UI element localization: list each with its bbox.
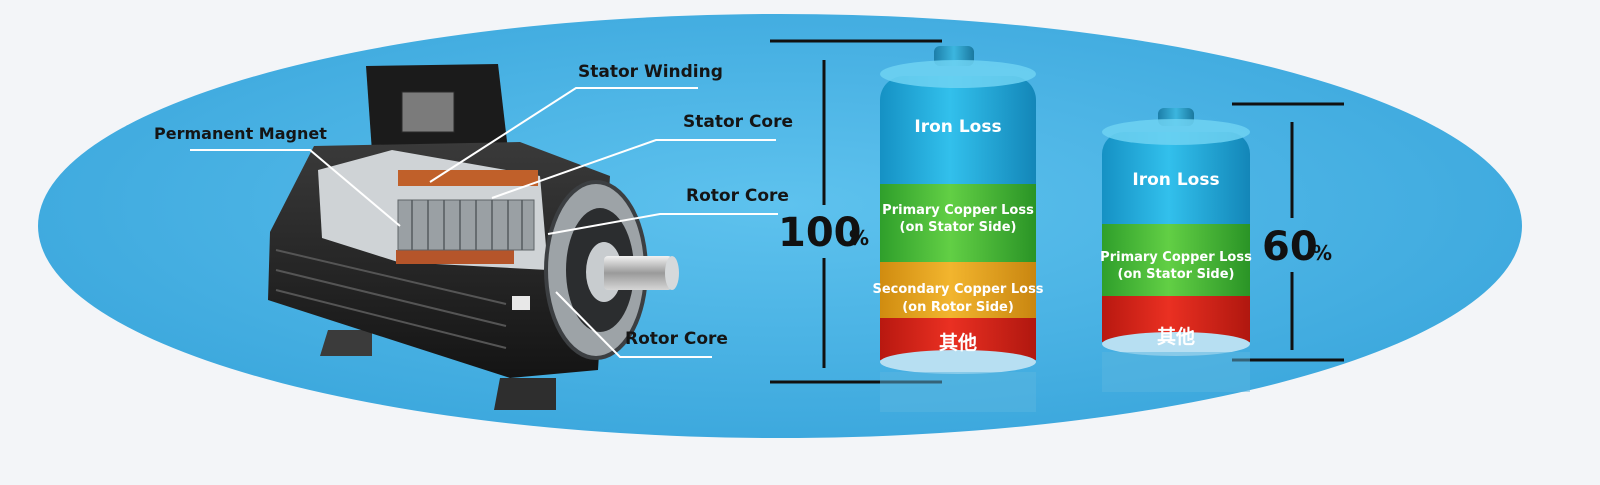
callout-line-stator-core — [491, 139, 776, 199]
percent-value-reduced: 60 — [1262, 224, 1318, 270]
battery-reduced: 60 % Iron Loss Primary Copper Loss (on S… — [1100, 102, 1344, 392]
segment-primary-copper-full — [880, 180, 1036, 262]
text-other-full: 其他 — [939, 331, 977, 354]
text-primary-line2-reduced: (on Stator Side) — [1118, 267, 1235, 282]
battery-full: 100 % Iron Loss Primary Copper Loss (on … — [770, 39, 1044, 412]
label-stator-core: Stator Core — [683, 112, 793, 132]
warning-badge — [512, 296, 530, 310]
motor-illustration — [268, 64, 679, 410]
text-secondary-line2-full: (on Rotor Side) — [902, 300, 1014, 315]
callout-lines — [190, 87, 778, 358]
label-rotor-core-upper: Rotor Core — [686, 186, 789, 206]
percent-sign-full: % — [849, 226, 869, 250]
segment-secondary-copper-full — [880, 258, 1036, 318]
battery-top-full — [880, 60, 1036, 88]
rotor-laminations — [397, 199, 535, 251]
text-iron-loss-full: Iron Loss — [914, 117, 1001, 137]
battery-base-full — [880, 350, 1036, 374]
body-fin — [275, 269, 507, 327]
body-fin — [275, 289, 507, 349]
text-secondary-line1-full: Secondary Copper Loss — [872, 282, 1043, 297]
segment-iron-loss-fill-reduced — [1102, 196, 1250, 224]
percent-value-full: 100 — [778, 210, 862, 256]
motor-foot-right — [494, 378, 556, 410]
segment-iron-loss-fill — [880, 150, 1036, 184]
shaft-end — [665, 256, 679, 290]
callout-line-permanent-magnet — [190, 149, 401, 227]
percent-sign-reduced: % — [1312, 241, 1332, 265]
text-other-reduced: 其他 — [1157, 325, 1195, 348]
label-permanent-magnet: Permanent Magnet — [154, 124, 327, 143]
battery-top-reduced — [1102, 119, 1250, 145]
text-iron-loss-reduced: Iron Loss — [1132, 170, 1219, 190]
body-fin — [275, 249, 507, 305]
callout-line-stator-winding — [429, 87, 698, 183]
battery-reflection-reduced — [1102, 352, 1250, 392]
callout-line-rotor-core-lower — [555, 291, 712, 358]
label-rotor-core-lower: Rotor Core — [625, 329, 728, 349]
text-primary-line1-reduced: Primary Copper Loss — [1100, 250, 1252, 265]
copper-winding-bottom — [396, 250, 514, 264]
text-primary-line1-full: Primary Copper Loss — [882, 203, 1034, 218]
motor-foot-left — [320, 330, 372, 356]
terminal-block — [401, 91, 455, 133]
label-stator-winding: Stator Winding — [578, 62, 723, 82]
battery-base-reduced — [1102, 332, 1250, 356]
battery-reflection-full — [880, 372, 1036, 412]
callout-line-rotor-core-upper — [547, 213, 778, 235]
text-primary-line2-full: (on Stator Side) — [900, 220, 1017, 235]
segment-primary-copper-reduced — [1102, 220, 1250, 296]
copper-winding-top — [398, 170, 538, 186]
motor-shaft — [604, 256, 672, 290]
